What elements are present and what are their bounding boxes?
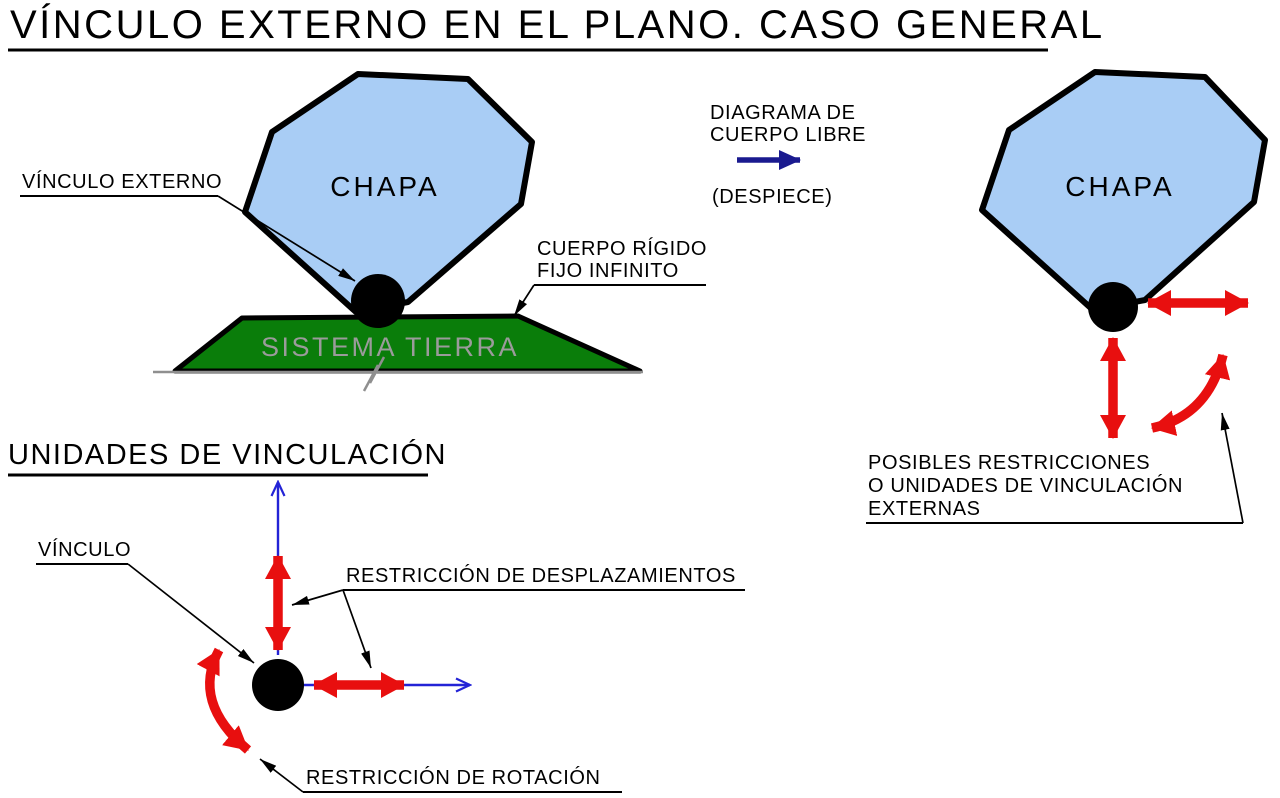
free-body-note: DIAGRAMA DE CUERPO LIBRE (DESPIECE): [710, 102, 866, 208]
left-figure: SISTEMA TIERRA CHAPA VÍNCULO EXTERNO CUE…: [20, 71, 707, 392]
rotation-label: RESTRICCIÓN DE ROTACIÓN: [306, 766, 601, 789]
rotation-leader-arrow: [259, 758, 304, 793]
displacement-leader-arrow-horizontal: [342, 589, 372, 669]
ground-break-symbol: [362, 356, 386, 392]
fbd-label-line1: DIAGRAMA DE: [710, 102, 856, 124]
pin-circle-right: [1088, 282, 1138, 332]
displacement-leader-arrow-vertical: [291, 589, 344, 606]
restrictions-leader-arrow: [1220, 412, 1244, 524]
fbd-label-line2: CUERPO LIBRE: [710, 124, 866, 146]
chapa-shape-right: [979, 69, 1268, 313]
units-section: UNIDADES DE VINCULACIÓN VÍNCULO RESTRICC…: [8, 438, 745, 793]
chapa-label-left: CHAPA: [330, 171, 439, 202]
restrictions-label-line1: POSIBLES RESTRICCIONES: [868, 452, 1150, 474]
units-heading: UNIDADES DE VINCULACIÓN: [8, 438, 447, 471]
restrictions-label-line2: O UNIDADES DE VINCULACIÓN: [868, 474, 1183, 497]
vinculo-externo-leader-arrow: [217, 195, 356, 282]
pin-circle-units: [252, 659, 304, 711]
fbd-label-line3: (DESPIECE): [712, 186, 832, 208]
restrictions-label-line3: EXTERNAS: [868, 498, 981, 520]
cuerpo-rigido-label-line1: CUERPO RÍGIDO: [537, 237, 707, 260]
displacement-label: RESTRICCIÓN DE DESPLAZAMIENTOS: [346, 564, 736, 587]
restriction-arrow-rotation-right: [1150, 353, 1231, 436]
vinculo-label: VÍNCULO: [38, 538, 131, 561]
rotation-restriction-arrow: [196, 647, 252, 754]
right-figure: CHAPA POSIBLES RESTRICCIONES O UNIDADES …: [866, 69, 1268, 524]
sistema-tierra-label: SISTEMA TIERRA: [261, 332, 519, 362]
vinculo-leader-arrow: [127, 563, 255, 664]
chapa-label-right: CHAPA: [1065, 171, 1174, 202]
page-title: VÍNCULO EXTERNO EN EL PLANO. CASO GENERA…: [10, 2, 1105, 47]
cuerpo-rigido-label-line2: FIJO INFINITO: [537, 260, 679, 282]
pin-circle-left: [351, 274, 405, 328]
chapa-shape-left: [242, 71, 535, 315]
cuerpo-rigido-leader-arrow: [513, 284, 535, 317]
vinculo-externo-label: VÍNCULO EXTERNO: [22, 170, 222, 193]
